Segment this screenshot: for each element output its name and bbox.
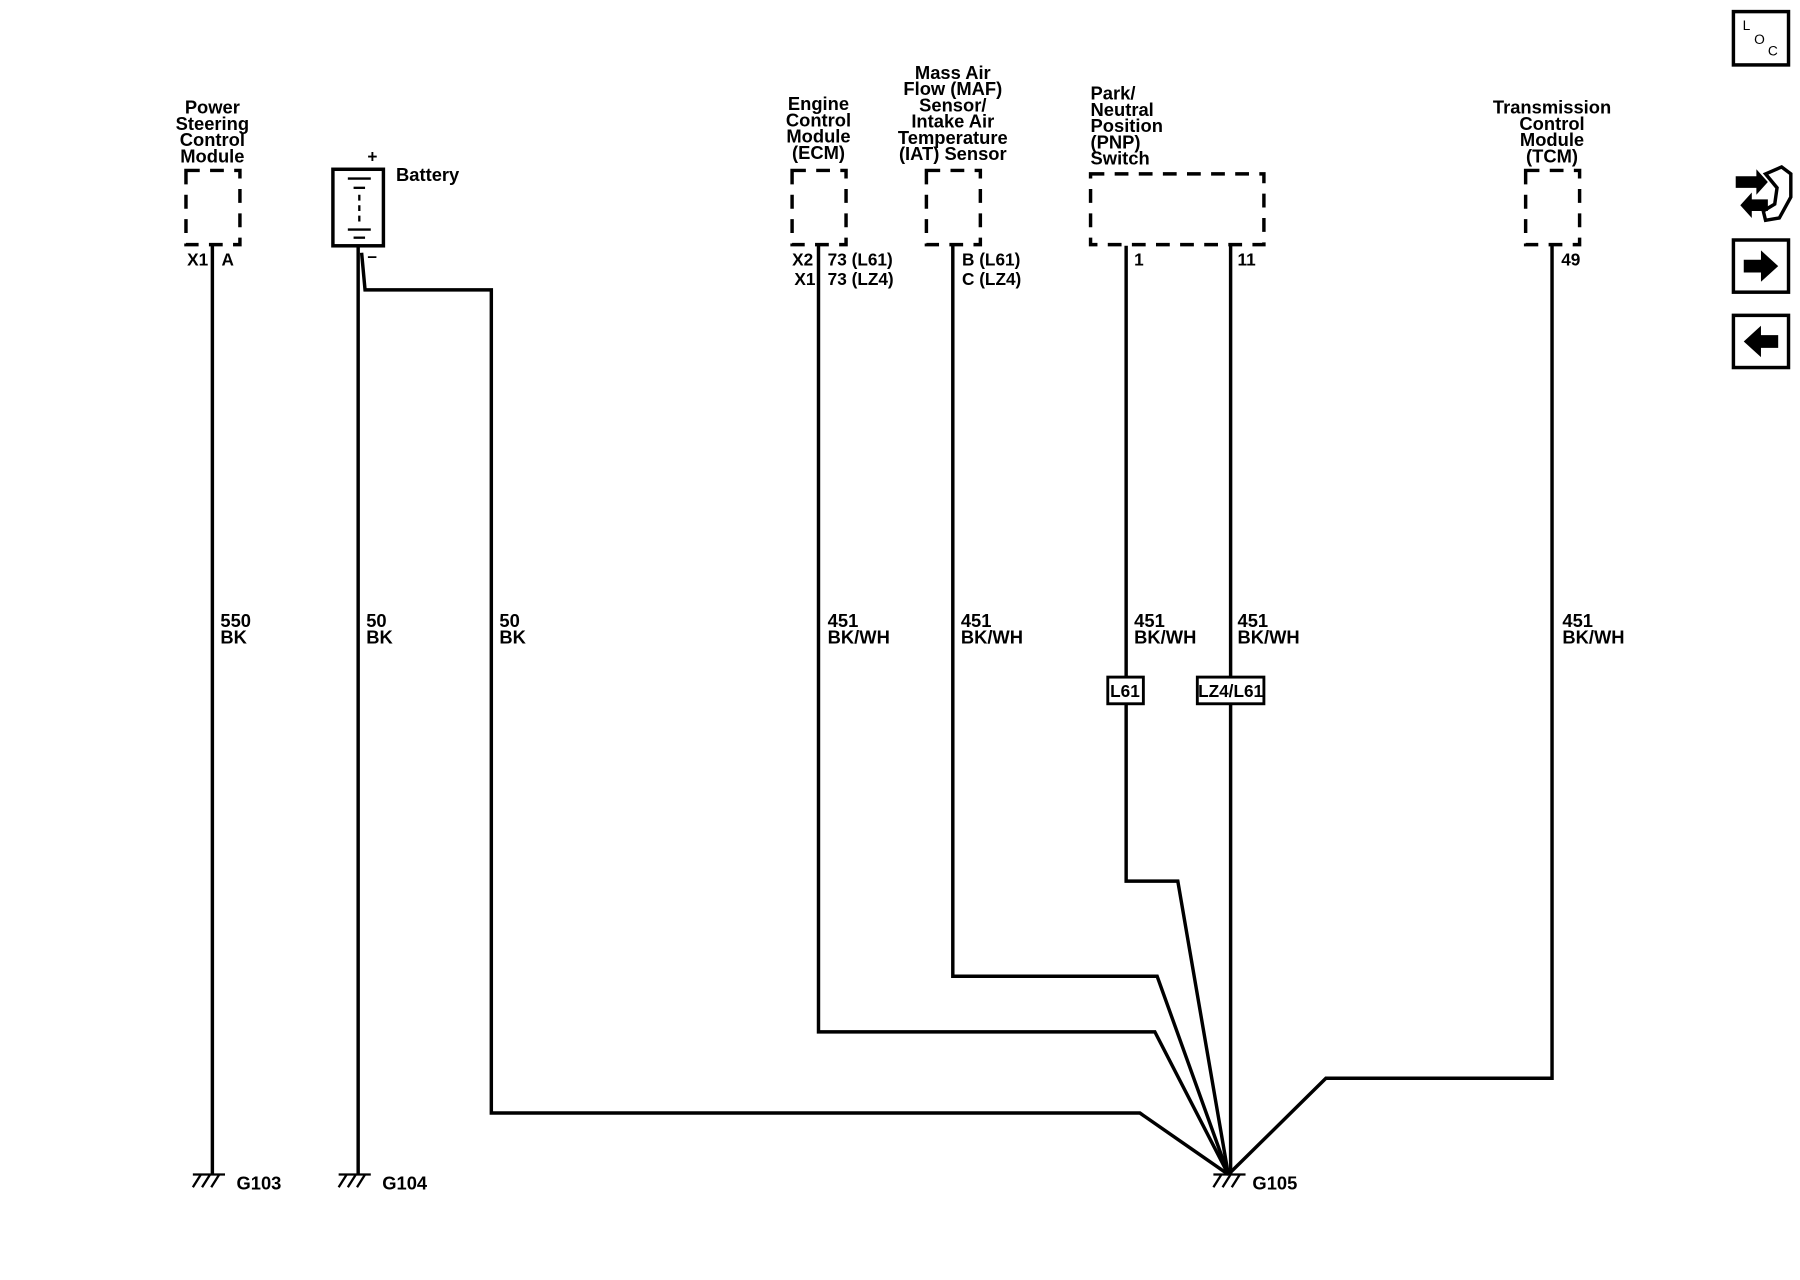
option-box-lz4-l61: LZ4/L61 xyxy=(1195,675,1266,706)
battery-plus-label: + xyxy=(367,146,377,166)
next-page-button[interactable] xyxy=(1731,238,1791,294)
transmission-control-module[interactable]: Transmission Control Module (TCM) 49 xyxy=(1493,97,1611,270)
pnp-switch[interactable]: Park/ Neutral Position (PNP) Switch 1 11 xyxy=(1088,83,1266,270)
ecm-connector-1-label: X2 xyxy=(792,249,813,269)
battery[interactable]: + Battery – xyxy=(331,146,460,266)
location-button-frame xyxy=(1731,9,1791,67)
location-button[interactable]: L O C xyxy=(1731,9,1791,67)
ground-g103[interactable]: G103 xyxy=(191,1172,282,1194)
pnp-component-box xyxy=(1088,172,1266,247)
tcm-pin-label: 49 xyxy=(1561,249,1580,269)
wire-battery-right-color: BK xyxy=(499,626,526,647)
option-box-l61: L61 xyxy=(1106,675,1145,706)
option-l61-label: L61 xyxy=(1110,681,1140,701)
maf-name-line-6: (IAT) Sensor xyxy=(899,143,1007,164)
pnp-name-line-2: Neutral xyxy=(1091,99,1154,120)
wire-pnp-11-color: BK/WH xyxy=(1238,626,1300,647)
pnp-name-line-3: Position xyxy=(1091,115,1163,136)
wire-pscm-color: BK xyxy=(220,626,247,647)
wire-pnp-11-circuit: 451 xyxy=(1238,610,1269,631)
ecm-name-line-3: Module xyxy=(786,126,850,147)
location-letter-l: L xyxy=(1743,17,1751,33)
ecm-name-line-1: Engine xyxy=(788,93,849,114)
pnp-name-line-4: (PNP) xyxy=(1091,131,1141,152)
ground-g105-label: G105 xyxy=(1252,1172,1297,1193)
ecm-pin-2-label: 73 (LZ4) xyxy=(828,269,894,289)
wire-ecm-ground[interactable] xyxy=(816,245,1230,1176)
ground-symbol-icon xyxy=(191,1173,226,1188)
tcm-name-line-4: (TCM) xyxy=(1526,145,1578,166)
previous-page-button-frame xyxy=(1731,313,1791,370)
wire-battery-left-circuit: 50 xyxy=(366,610,386,631)
tcm-name-line-2: Control xyxy=(1519,113,1584,134)
wire-ecm-circuit: 451 xyxy=(828,610,859,631)
ground-g103-label: G103 xyxy=(236,1172,281,1193)
location-letter-c: C xyxy=(1768,43,1778,59)
maf-name-line-1: Mass Air xyxy=(915,62,991,83)
ecm-name-line-4: (ECM) xyxy=(792,142,845,163)
wire-ecm-color: BK/WH xyxy=(828,626,890,647)
pnp-pin-1-label: 1 xyxy=(1134,249,1144,269)
pnp-pin-11-label: 11 xyxy=(1238,249,1257,269)
pscm-name-line-4: Module xyxy=(180,145,244,166)
ground-g104-label: G104 xyxy=(382,1172,428,1193)
ecm-connector-2-label: X1 xyxy=(794,269,815,289)
tcm-component-box xyxy=(1523,168,1582,247)
wire-tcm-ground[interactable] xyxy=(1227,245,1554,1176)
pscm-name-line-3: Control xyxy=(180,129,245,150)
engine-control-module[interactable]: Engine Control Module (ECM) X2 73 (L61) … xyxy=(786,93,894,289)
ground-symbol-icon xyxy=(1212,1173,1246,1188)
ground-g104[interactable]: G104 xyxy=(337,1172,428,1194)
wire-battery-right-circuit: 50 xyxy=(499,610,519,631)
pscm-name-line-1: Power xyxy=(185,97,240,118)
pscm-connector-label: X1 xyxy=(187,249,208,269)
maf-name-line-4: Intake Air xyxy=(911,110,994,131)
maf-pin-1-label: B (L61) xyxy=(962,249,1020,269)
pscm-component-box xyxy=(184,168,242,247)
maf-name-line-2: Flow (MAF) xyxy=(903,78,1002,99)
wire-maf-circuit: 451 xyxy=(961,610,992,631)
pscm-pin-label: A xyxy=(222,249,235,269)
connector-end-view-icon[interactable] xyxy=(1735,164,1793,223)
ground-symbol-icon xyxy=(337,1173,371,1188)
pscm-name-line-2: Steering xyxy=(176,113,249,134)
maf-name-line-5: Temperature xyxy=(898,127,1008,148)
pnp-name-line-1: Park/ xyxy=(1091,83,1136,104)
wire-tcm-circuit: 451 xyxy=(1562,610,1593,631)
wire-maf-color: BK/WH xyxy=(961,626,1023,647)
tcm-name-line-1: Transmission xyxy=(1493,97,1611,118)
maf-name-line-3: Sensor/ xyxy=(919,94,986,115)
ground-g105[interactable]: G105 xyxy=(1212,1172,1297,1194)
wire-pscm-circuit: 550 xyxy=(220,610,251,631)
wire-pnp-1-lower[interactable] xyxy=(1124,703,1231,1175)
battery-minus-label: – xyxy=(367,246,377,266)
wire-maf-ground[interactable] xyxy=(951,245,1230,1176)
battery-name: Battery xyxy=(396,164,460,185)
wire-pnp-1-circuit: 451 xyxy=(1134,610,1165,631)
ecm-name-line-2: Control xyxy=(786,109,851,130)
wire-battery-left-color: BK xyxy=(366,626,393,647)
option-lz4-l61-label: LZ4/L61 xyxy=(1198,681,1263,701)
battery-symbol-icon xyxy=(347,177,371,239)
tcm-name-line-3: Module xyxy=(1520,129,1584,150)
maf-pin-2-label: C (LZ4) xyxy=(962,269,1021,289)
pnp-name-line-5: Switch xyxy=(1091,148,1150,169)
previous-page-button[interactable] xyxy=(1731,313,1791,370)
wire-battery-g105[interactable] xyxy=(359,252,1230,1176)
wire-pnp-1-color: BK/WH xyxy=(1134,626,1196,647)
location-letter-o: O xyxy=(1754,31,1765,47)
maf-iat-sensor[interactable]: Mass Air Flow (MAF) Sensor/ Intake Air T… xyxy=(898,62,1021,289)
power-steering-control-module[interactable]: Power Steering Control Module X1 A xyxy=(176,97,249,270)
ecm-component-box xyxy=(790,168,848,247)
ecm-pin-1-label: 73 (L61) xyxy=(828,249,893,269)
wire-tcm-color: BK/WH xyxy=(1562,626,1624,647)
maf-component-box xyxy=(924,168,983,247)
